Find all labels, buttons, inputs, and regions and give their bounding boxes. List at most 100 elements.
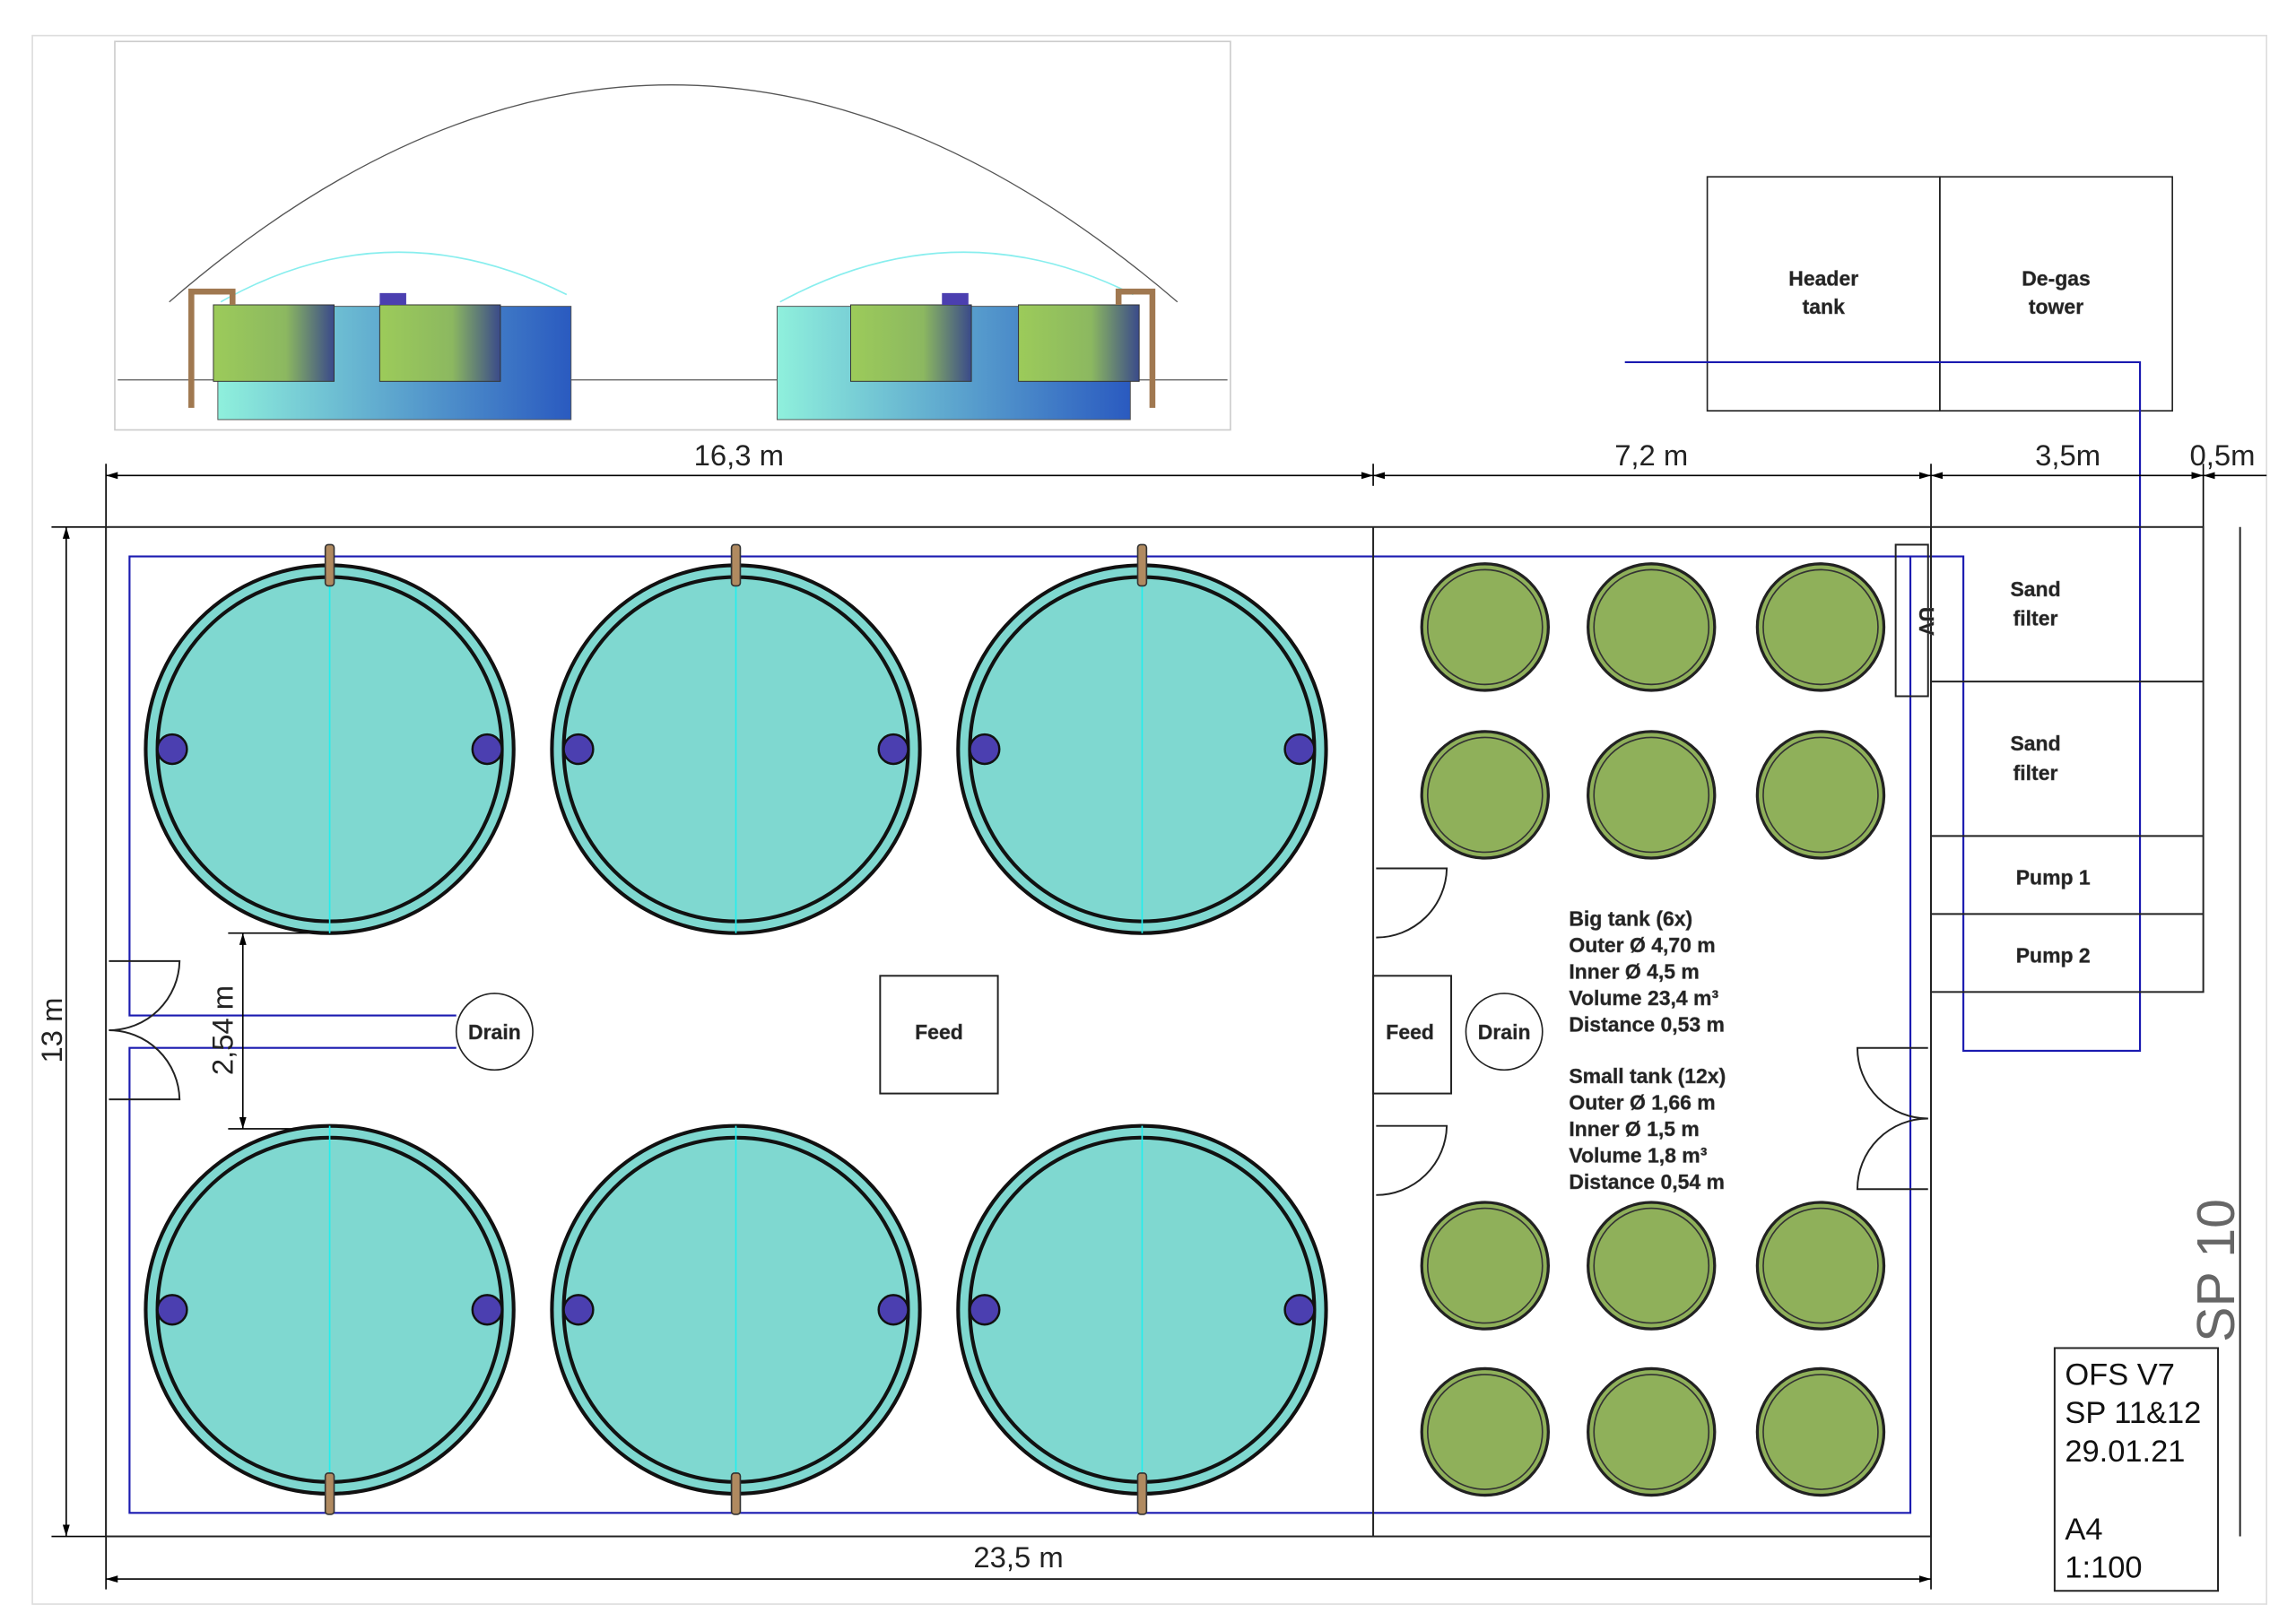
small-tank-inner — [1426, 736, 1544, 854]
small-tank-inner — [1593, 568, 1710, 686]
small-tank-inner — [1593, 1374, 1710, 1490]
header-tank-label: Header — [1788, 267, 1858, 291]
small-tank-outer — [1420, 562, 1550, 692]
tank-outlet-icon — [877, 1294, 909, 1326]
tank-outlet-icon — [562, 733, 595, 766]
sand-filter-1-label-2: filter — [2013, 607, 2058, 630]
small-tank — [1587, 1201, 1717, 1331]
spec-line: Small tank (12x) — [1569, 1064, 1726, 1088]
big-tank — [956, 543, 1328, 935]
sand-filter-2-label-2: filter — [2013, 761, 2058, 785]
small-tank — [1755, 562, 1886, 692]
small-tank — [1420, 730, 1550, 860]
small-tank-inner — [1426, 1374, 1544, 1490]
degas-tower-label: De-gas — [2022, 267, 2091, 291]
pump-2-label: Pump 2 — [2016, 944, 2091, 967]
spec-line: Distance 0,53 m — [1569, 1013, 1725, 1037]
specs-text: Big tank (6x) Outer Ø 4,70 m Inner Ø 4,5… — [1569, 906, 1726, 1193]
small-tank-inner — [1426, 1207, 1544, 1324]
small-tank-inner — [1762, 1374, 1879, 1490]
tank-inlet-pipe — [730, 543, 742, 587]
spec-line: Inner Ø 4,5 m — [1569, 960, 1700, 984]
feed-left-label: Feed — [915, 1020, 963, 1044]
tank-outlet-icon — [156, 733, 188, 766]
big-tank — [956, 1123, 1328, 1515]
dim-3-5: 3,5m — [2035, 438, 2100, 472]
tank-outlet-icon — [471, 1294, 503, 1326]
small-tank-inner — [1593, 1207, 1710, 1324]
tank-outlet-icon — [1283, 1294, 1316, 1326]
small-tank-inner — [1762, 568, 1879, 686]
building-outline — [105, 525, 2241, 1538]
small-tank-inner — [1593, 736, 1710, 854]
tank-inlet-pipe — [1136, 543, 1148, 587]
header-tank-label-2: tank — [1803, 295, 1845, 318]
tank-outlet-icon — [969, 733, 1001, 766]
small-tank — [1420, 562, 1550, 692]
tank-inlet-pipe — [324, 543, 335, 587]
title-block: OFS V7 SP 11&12 29.01.21 A4 1:100 — [2053, 1347, 2220, 1592]
dim-0-5: 0,5m — [2189, 438, 2255, 472]
small-tank — [1755, 1201, 1886, 1331]
sand-filter-2-label: Sand — [2010, 732, 2060, 755]
spec-line: Big tank (6x) — [1569, 907, 1692, 931]
small-tank-outer — [1587, 1201, 1717, 1331]
sheet-border — [31, 34, 2267, 1605]
spec-line: Volume 1,8 m³ — [1569, 1144, 1707, 1167]
small-tank — [1755, 1366, 1886, 1497]
drain-right-label: Drain — [1478, 1020, 1531, 1044]
dim-7-2: 7,2 m — [1614, 438, 1688, 472]
small-tank-outer — [1587, 562, 1717, 692]
title-line: OFS V7 — [2065, 1358, 2175, 1392]
degas-tower-label-2: tower — [2029, 295, 2083, 318]
small-tank-outer — [1587, 1366, 1717, 1497]
tank-inlet-pipe — [730, 1472, 742, 1515]
small-tank-outer — [1587, 730, 1717, 860]
title-line: 29.01.21 — [2065, 1435, 2185, 1469]
drain-left — [455, 993, 534, 1071]
small-tank — [1587, 562, 1717, 692]
spec-line: Outer Ø 1,66 m — [1569, 1091, 1715, 1115]
spec-line: Distance 0,54 m — [1569, 1170, 1725, 1193]
small-tank-outer — [1420, 1201, 1550, 1331]
sand-filter-1-label: Sand — [2010, 577, 2060, 601]
small-tank — [1420, 1366, 1550, 1497]
elevation-view — [114, 40, 1231, 431]
sp10-label: SP 10 — [2187, 1199, 2246, 1342]
dim-16-3: 16,3 m — [694, 438, 784, 472]
header-degas-block: Header tank De-gas tower — [1706, 176, 2173, 412]
drain-left-label: Drain — [468, 1020, 521, 1044]
small-tank — [1420, 1201, 1550, 1331]
uv-label: UV — [1915, 607, 1938, 637]
small-tanks — [1420, 562, 1886, 1497]
small-tank-outer — [1755, 730, 1886, 860]
small-tank-outer — [1755, 562, 1886, 692]
tank-outlet-icon — [156, 1294, 188, 1326]
title-line: A4 — [2065, 1513, 2102, 1547]
small-tank-outer — [1755, 1366, 1886, 1497]
small-tank-outer — [1420, 730, 1550, 860]
feed-right-label: Feed — [1386, 1020, 1434, 1044]
spec-line: Outer Ø 4,70 m — [1569, 933, 1715, 957]
big-tank — [550, 543, 922, 935]
drain-right — [1465, 993, 1544, 1071]
tank-inlet-pipe — [324, 1472, 335, 1515]
spec-line: Volume 23,4 m³ — [1569, 986, 1718, 1010]
small-tank-outer — [1420, 1366, 1550, 1497]
small-tank-inner — [1762, 1207, 1879, 1324]
dim-23-5: 23,5 m — [973, 1540, 1063, 1574]
tank-outlet-icon — [471, 733, 503, 766]
dim-13: 13 m — [35, 998, 68, 1063]
spec-line: Inner Ø 1,5 m — [1569, 1117, 1700, 1141]
small-tank-outer — [1755, 1201, 1886, 1331]
title-line: 1:100 — [2065, 1550, 2142, 1584]
tank-outlet-icon — [969, 1294, 1001, 1326]
big-tank — [550, 1123, 922, 1515]
small-tank — [1587, 730, 1717, 860]
dim-2-54: 2,54 m — [205, 985, 239, 1075]
tank-outlet-icon — [562, 1294, 595, 1326]
small-tank-inner — [1426, 568, 1544, 686]
small-tank — [1587, 1366, 1717, 1497]
big-tanks — [144, 543, 1328, 1515]
